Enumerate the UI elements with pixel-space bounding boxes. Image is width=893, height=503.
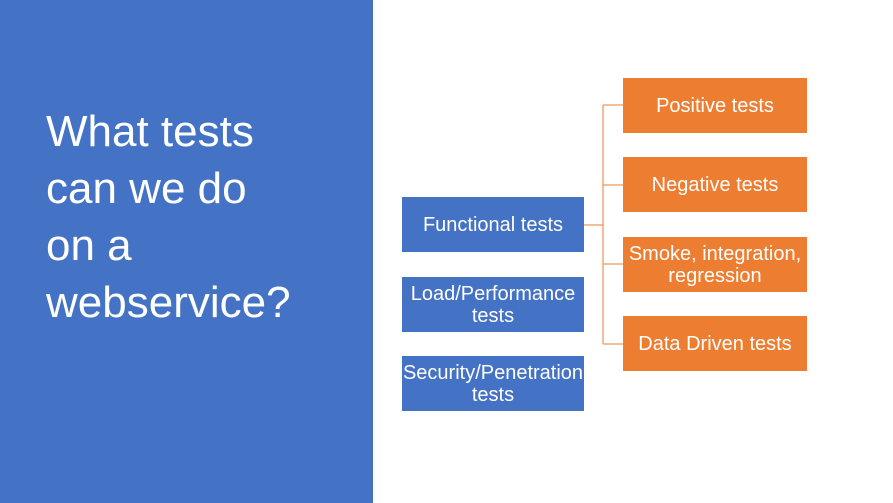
- negative-tests-box: Negative tests: [623, 157, 807, 212]
- positive-tests-box: Positive tests: [623, 78, 807, 133]
- positive-tests-label: Positive tests: [656, 94, 774, 117]
- negative-tests-label: Negative tests: [651, 173, 779, 196]
- smoke-integration-regression-label: Smoke, integration, regression: [628, 242, 802, 287]
- smoke-integration-regression-box: Smoke, integration, regression: [623, 237, 807, 292]
- data-driven-tests-label: Data Driven tests: [638, 332, 792, 355]
- functional-tests-label: Functional tests: [422, 213, 564, 236]
- slide-title: What tests can we do on a webservice?: [46, 107, 291, 327]
- data-driven-tests-box: Data Driven tests: [623, 316, 807, 371]
- load-performance-tests-label: Load/Performance tests: [410, 282, 576, 327]
- security-penetration-tests-box: Security/Penetration tests: [402, 356, 584, 411]
- title-panel: What tests can we do on a webservice?: [0, 0, 373, 503]
- load-performance-tests-box: Load/Performance tests: [402, 277, 584, 332]
- functional-tests-box: Functional tests: [402, 197, 584, 252]
- security-penetration-tests-label: Security/Penetration tests: [402, 361, 584, 406]
